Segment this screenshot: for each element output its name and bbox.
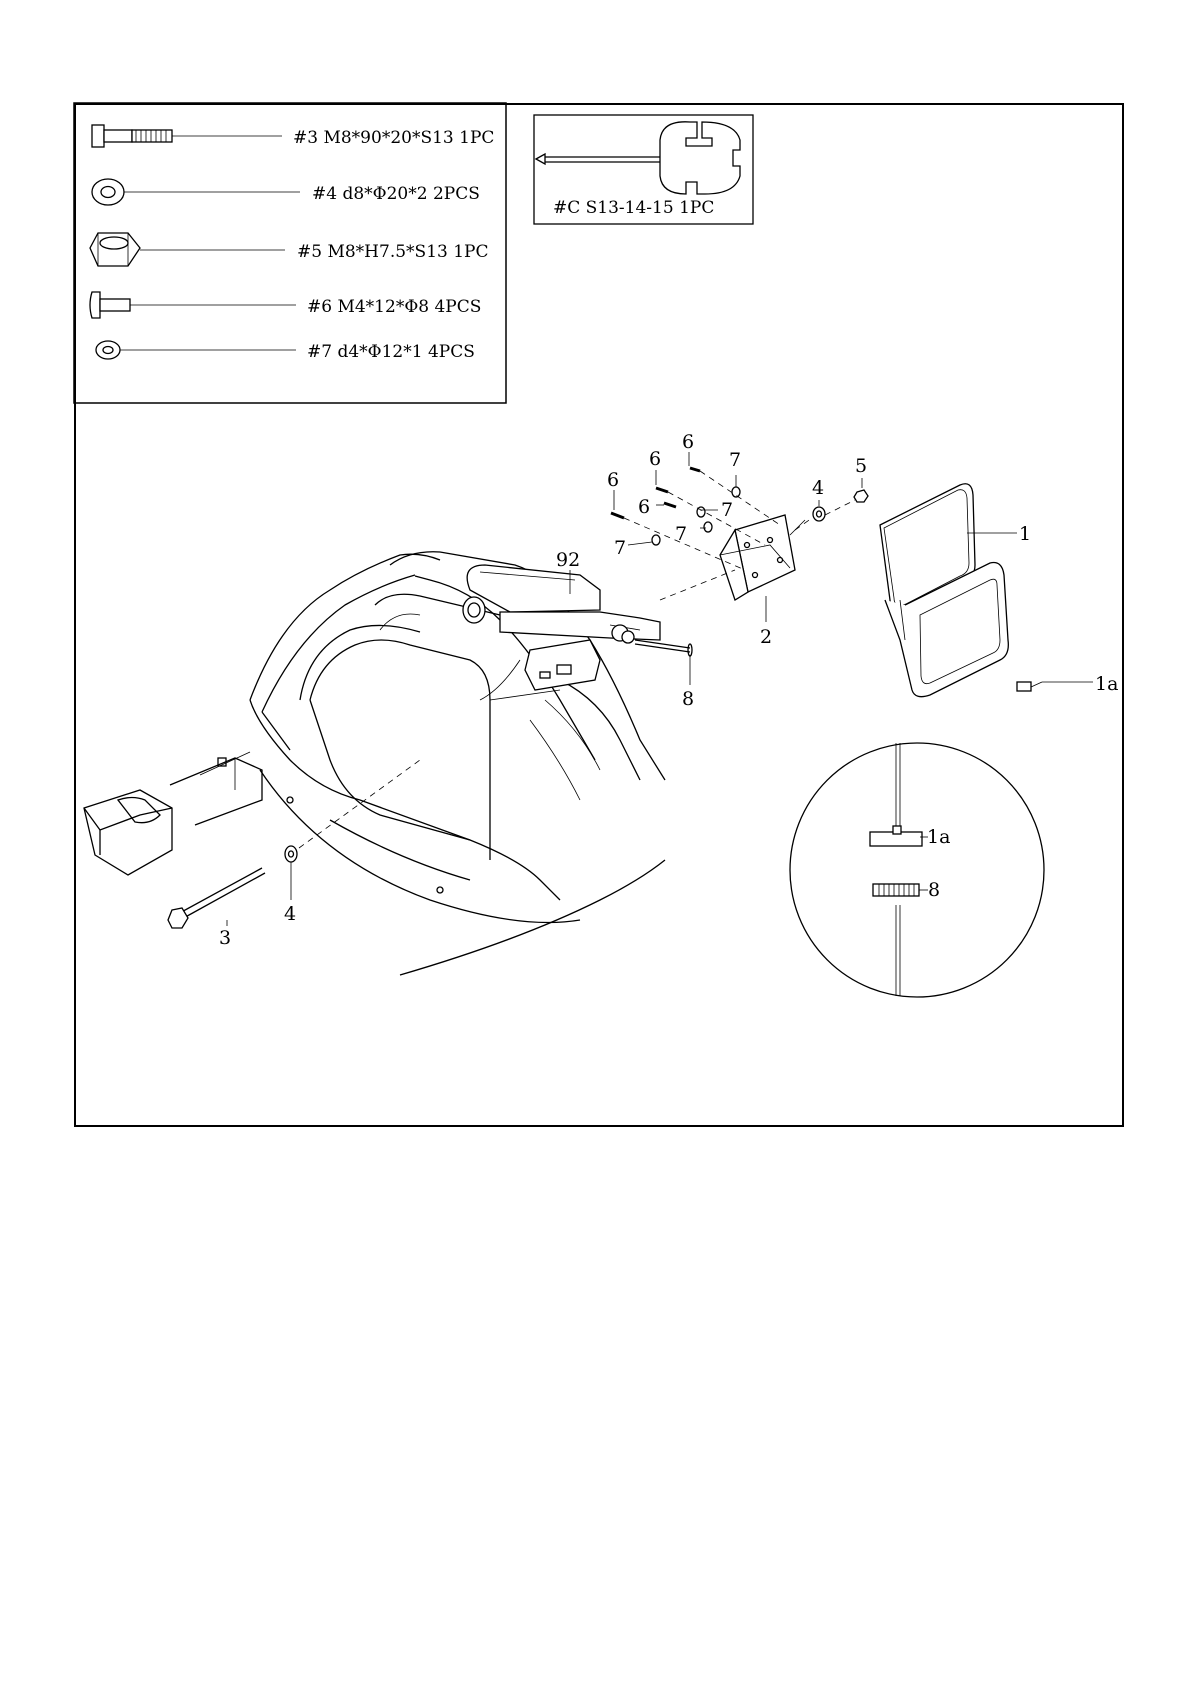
hardware-label-7: #7 d4*Φ12*1 4PCS [307,342,475,362]
hardware-label-5: #5 M8*H7.5*S13 1PC [297,242,489,262]
callout-2: 2 [760,626,772,648]
callout-1a: 1a [1095,673,1118,695]
bolt-icon [92,125,172,147]
callouts: 92 1 1a 2 3 4 4 5 6 6 6 6 7 7 7 7 8 1a 8 [219,431,1118,949]
detail-view [790,743,1044,997]
callout-6-d: 6 [638,496,650,518]
callout-92: 92 [556,549,580,571]
callout-4-upper: 4 [812,477,824,499]
tool-box: #C S13-14-15 1PC [534,115,753,224]
callout-7-d: 7 [614,537,626,559]
callout-1: 1 [1019,523,1031,545]
washer-icon [92,179,124,205]
hardware-legend: #3 M8*90*20*S13 1PC #4 d8*Φ20*2 2PCS #5 … [74,103,506,403]
callout-7-b: 7 [721,499,733,521]
wrench-icon [536,122,740,194]
callout-6-c: 6 [682,431,694,453]
tool-label: #C S13-14-15 1PC [553,198,714,218]
hardware-label-6: #6 M4*12*Φ8 4PCS [307,297,481,317]
small-washer-icon [96,341,120,359]
main-frame-drawing [84,552,692,975]
callout-5: 5 [855,455,867,477]
callout-4-lower: 4 [284,903,296,925]
nut-icon [90,233,140,266]
hardware-label-4: #4 d8*Φ20*2 2PCS [312,184,480,204]
seat-cushion [880,484,1042,697]
callout-8: 8 [682,688,694,710]
callout-7-c: 7 [675,523,687,545]
callout-6-b: 6 [649,448,661,470]
callout-6-a: 6 [607,469,619,491]
screw-icon [90,292,130,318]
detail-callout-8: 8 [928,879,940,901]
detail-callout-1a: 1a [927,826,950,848]
callout-7-a: 7 [729,449,741,471]
callout-3: 3 [219,927,231,949]
seat-bracket [720,515,805,600]
hardware-label-3: #3 M8*90*20*S13 1PC [293,128,494,148]
